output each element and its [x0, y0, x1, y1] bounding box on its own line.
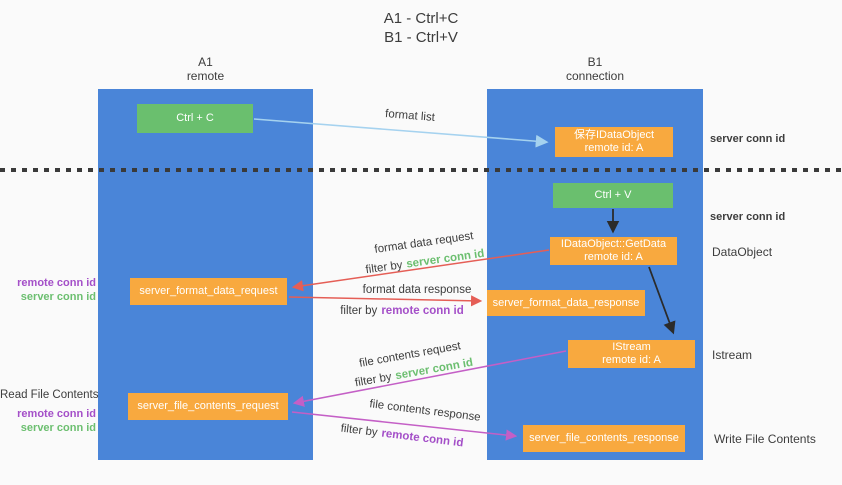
column-b1-id: B1 — [587, 55, 603, 69]
node-server-format-data-request: server_format_data_request — [130, 278, 287, 305]
label-file-contents-response: file contents response — [368, 398, 482, 424]
node-server-format-data-response: server_format_data_response — [487, 290, 645, 316]
left-conn-id-group-top: remote conn id server conn id — [0, 277, 96, 304]
remote-conn-id-key: remote conn id — [380, 427, 465, 450]
node-istream-line1: IStream — [612, 341, 651, 353]
right-label-write-file-contents: Write File Contents — [714, 432, 816, 446]
node-server-format-data-response-label: server_format_data_response — [492, 296, 640, 309]
server-conn-id-key: server conn id — [405, 247, 486, 271]
diagram-title: A1 - Ctrl+C B1 - Ctrl+V — [0, 9, 842, 47]
node-save-idataobject: 保存IDataObject remote id: A — [555, 127, 673, 157]
label-format-list: format list — [384, 108, 436, 124]
node-ctrl-v: Ctrl + V — [553, 183, 673, 208]
remote-conn-id-key: remote conn id — [381, 305, 464, 317]
left-conn-id-group-bottom: remote conn id server conn id — [0, 408, 96, 435]
node-ctrl-c: Ctrl + C — [137, 104, 253, 133]
right-label-server-conn-id-mid: server conn id — [710, 211, 786, 223]
title-line-a1: A1 - Ctrl+C — [383, 10, 459, 27]
node-istream-line2: remote id: A — [602, 354, 661, 366]
filter-by-text: filter by — [339, 422, 379, 439]
node-save-idataobject-line1: 保存IDataObject — [573, 129, 655, 141]
left-read-file-contents-group: Read File Contents — [0, 389, 99, 403]
node-ctrl-c-label: Ctrl + C — [176, 112, 214, 124]
left-label-read-file-contents: Read File Contents — [0, 389, 99, 401]
node-save-idataobject-line2: remote id: A — [584, 142, 644, 154]
arrow-format-data-response — [288, 295, 483, 307]
column-a1-id: A1 — [198, 55, 213, 69]
dotted-divider — [0, 168, 842, 172]
node-idataobject-getdata: IDataObject::GetData remote id: A — [550, 237, 677, 265]
left-label-remote-conn-id-bottom: remote conn id — [17, 408, 96, 420]
right-label-server-conn-id-top: server conn id — [710, 133, 786, 145]
left-label-server-conn-id-bottom: server conn id — [20, 421, 96, 434]
node-ctrl-v-label: Ctrl + V — [594, 189, 632, 201]
node-server-file-contents-response: server_file_contents_response — [523, 425, 685, 452]
column-header-a1: A1 remote — [98, 55, 313, 83]
node-getdata-line1: IDataObject::GetData — [560, 238, 667, 250]
node-getdata-line2: remote id: A — [584, 251, 643, 263]
left-label-remote-conn-id-top: remote conn id — [17, 277, 96, 289]
label-format-data-response: format data response — [362, 284, 472, 296]
node-server-file-contents-response-label: server_file_contents_response — [529, 432, 679, 444]
node-server-file-contents-request: server_file_contents_request — [128, 393, 288, 420]
right-label-dataobject: DataObject — [712, 245, 773, 259]
title-line-b1: B1 - Ctrl+V — [384, 29, 458, 46]
column-b1-subtitle: connection — [565, 69, 625, 83]
filter-by-text: filter by — [354, 371, 393, 390]
node-server-format-data-request-label: server_format_data_request — [139, 285, 278, 297]
filter-by-text: filter by — [364, 259, 404, 277]
node-istream: IStream remote id: A — [568, 340, 695, 368]
column-header-b1: B1 connection — [487, 55, 703, 83]
column-a1-subtitle: remote — [186, 69, 225, 83]
left-label-server-conn-id-top: server conn id — [20, 290, 96, 303]
right-label-istream: Istream — [712, 348, 753, 362]
node-server-file-contents-request-label: server_file_contents_request — [137, 400, 279, 412]
filter-by-text: filter by — [340, 305, 378, 317]
